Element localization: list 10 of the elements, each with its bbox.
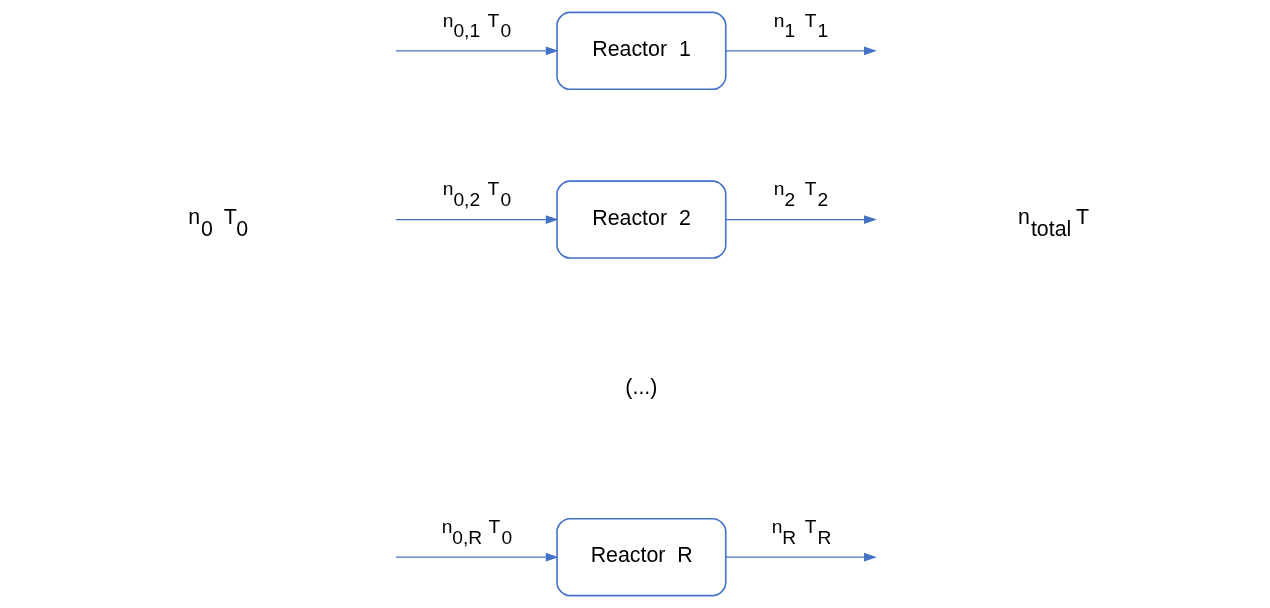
node-box: Reactor 2 xyxy=(555,180,727,259)
label: (...) xyxy=(624,374,657,399)
node-box: Reactor 1 xyxy=(555,11,727,91)
arrow xyxy=(724,552,877,562)
arrow xyxy=(394,552,559,562)
arrow xyxy=(724,46,877,56)
node-box: Reactor R xyxy=(555,517,727,597)
arrow xyxy=(724,215,877,225)
arrow xyxy=(394,215,559,225)
arrow xyxy=(394,46,559,56)
